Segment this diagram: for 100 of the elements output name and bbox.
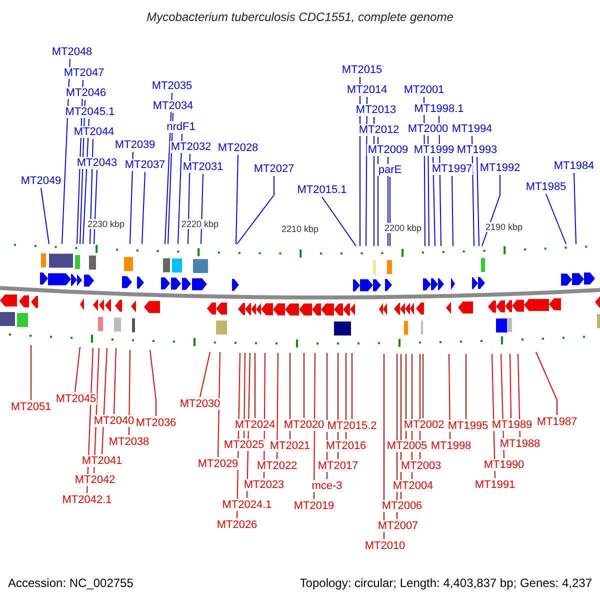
leader-line: [574, 172, 576, 244]
gene-label: MT2051: [10, 401, 52, 413]
scale-label: 2210 kbp: [281, 224, 319, 234]
leader-line: [254, 352, 256, 418]
scale-label: 2200 kbp: [384, 223, 422, 233]
genome-summary-text: Topology: circular; Length: 4,403,837 bp; Genes: 4,237: [300, 576, 592, 590]
gene-label: MT2006: [380, 500, 424, 512]
gene-label: MT2007: [376, 520, 420, 532]
leader-line: [236, 176, 274, 244]
gene-label: MT2003: [400, 460, 442, 472]
gene-label: MT2034: [152, 100, 194, 112]
leader-line: [150, 350, 156, 416]
leader-line: [482, 174, 500, 246]
leader-line: [432, 156, 436, 246]
leader-line: [546, 194, 566, 244]
gene-label: MT2041: [80, 455, 124, 467]
leader-line: [114, 348, 116, 414]
leader-line: [102, 348, 108, 454]
gene-label: MT2023: [242, 479, 286, 491]
gene-label: MT1994: [450, 123, 494, 135]
gene-label: MT2010: [364, 540, 406, 552]
gene-label: MT2031: [182, 161, 224, 173]
gene-label: MT1992: [478, 162, 522, 174]
gene-label: MT2024: [234, 419, 276, 431]
leader-line: [236, 154, 238, 244]
gene-label: MT2045.1: [64, 106, 116, 118]
gene-label: MT2044: [72, 126, 116, 138]
leader-line: [428, 136, 430, 246]
scale-label: 2220 kbp: [181, 219, 219, 229]
gene-label: MT2015.1: [296, 184, 348, 196]
leader-line: [536, 352, 558, 416]
gene-label: MT2046: [64, 87, 108, 99]
leader-line: [30, 344, 32, 400]
gene-label: MT1998.1: [413, 103, 465, 115]
gene-label: MT2047: [62, 67, 106, 79]
gene-label: MT2036: [134, 417, 178, 429]
gene-label: MT2042.1: [61, 494, 113, 506]
leader-line: [40, 188, 50, 244]
gene-label: MT2039: [114, 139, 156, 151]
leader-line: [200, 352, 210, 398]
gene-label: MT1985: [524, 181, 568, 193]
gene-label: MT1991: [474, 479, 516, 491]
gene-label: MT2042: [74, 474, 116, 486]
gene-label: MT2027: [252, 163, 296, 175]
gene-label: MT2028: [216, 142, 260, 154]
leader-line: [322, 196, 356, 246]
gene-label: MT2005: [386, 440, 428, 452]
gene-label: MT2019: [292, 500, 336, 512]
gene-label: parE: [377, 164, 403, 176]
leader-line: [244, 352, 246, 438]
gene-label: MT2032: [170, 141, 212, 153]
gene-label: MT2017: [316, 460, 360, 472]
gene-label: MT2015: [340, 64, 384, 76]
title: Mycobacterium tuberculosis CDC1551, complete genome: [146, 10, 454, 24]
leader-line: [422, 354, 424, 418]
gene-label: MT1997: [430, 163, 474, 175]
gene-label: mce-3: [310, 480, 344, 492]
gene-label: MT2024.1: [221, 499, 273, 511]
gene-label: MT2016: [324, 440, 368, 452]
gene-label: MT1990: [482, 459, 526, 471]
gene-label: MT2029: [196, 458, 240, 470]
gene-label: MT2035: [150, 80, 194, 92]
gene-label: MT2013: [354, 104, 398, 116]
gene-label: MT1987: [536, 416, 578, 428]
gene-label: MT2040: [92, 415, 136, 427]
gene-label: MT1998: [430, 440, 472, 452]
gene-label: MT2020: [282, 419, 326, 431]
gene-label: MT2004: [392, 480, 434, 492]
gene-label: MT1989: [490, 419, 534, 431]
gene-label: MT2037: [124, 159, 166, 171]
leader-line: [476, 156, 480, 246]
gene-label: MT2012: [358, 124, 400, 136]
leader-line: [94, 170, 98, 244]
scale-label: 2190 kbp: [485, 222, 523, 232]
gene-label: MT2030: [178, 398, 222, 410]
gene-label: MT2009: [366, 144, 410, 156]
leader-line: [218, 352, 220, 458]
gene-label: MT2045: [54, 393, 98, 405]
gene-label: MT2038: [108, 436, 150, 448]
leader-line: [276, 352, 278, 460]
leader-line: [510, 354, 512, 418]
gene-label: MT2001: [402, 84, 446, 96]
gene-label: nrdF1: [166, 121, 196, 133]
gene-label: MT1995: [446, 420, 490, 432]
gene-label: MT1984: [552, 160, 596, 172]
leader-line: [142, 172, 146, 244]
gene-label: MT2026: [216, 519, 258, 531]
leader-line: [178, 134, 182, 244]
gene-label: MT2022: [256, 460, 298, 472]
leader-line: [130, 152, 134, 244]
gene-label: MT2025: [222, 439, 266, 451]
leader-line: [74, 346, 80, 392]
scale-label: 2230 kbp: [87, 219, 125, 229]
accession-text: Accession: NC_002755: [8, 576, 134, 590]
gene-label: MT2002: [402, 419, 446, 431]
gene-label: MT2015.2: [326, 420, 378, 432]
gene-label: MT2014: [346, 84, 388, 96]
gene-label: MT1988: [498, 438, 542, 450]
leader-line: [200, 174, 204, 244]
gene-label: MT1999: [412, 144, 456, 156]
